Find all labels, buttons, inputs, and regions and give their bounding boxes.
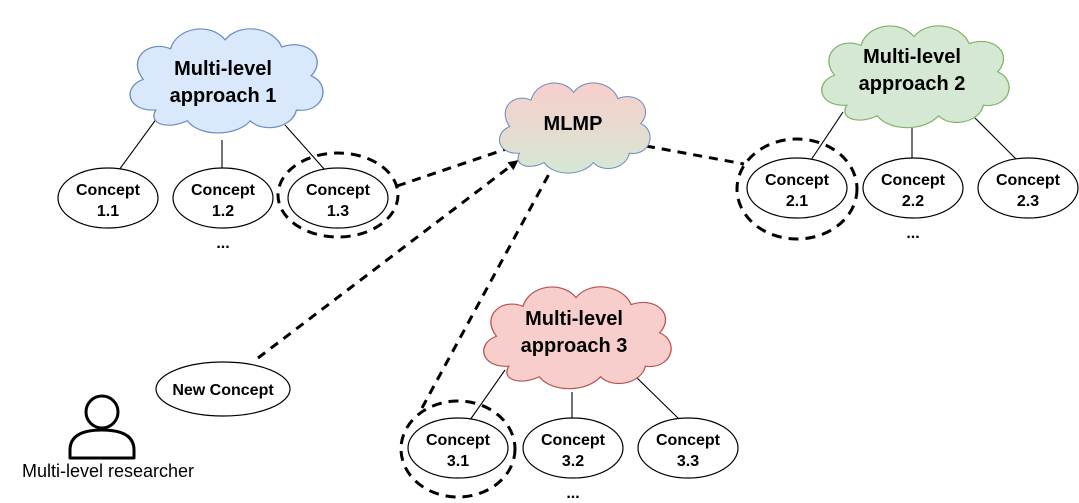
svg-text:Concept: Concept <box>306 182 371 199</box>
tree-lines-approach-1 <box>118 117 326 171</box>
tree-lines-approach-3 <box>469 369 681 421</box>
tree-lines-approach-2 <box>810 111 1018 161</box>
highlight-ring-concept-3-1 <box>399 399 517 499</box>
svg-text:3.3: 3.3 <box>677 453 699 470</box>
user-icon <box>68 394 136 460</box>
svg-text:1.1: 1.1 <box>97 203 119 220</box>
link-c31-mlmp <box>420 173 551 409</box>
concept-3-2: Concept 3.2 <box>522 417 624 479</box>
link-new-concept-mlmp <box>257 160 519 360</box>
link-c13-mlmp <box>396 145 513 188</box>
ellipsis-group-1: ... <box>216 235 229 252</box>
svg-text:3.1: 3.1 <box>447 453 469 470</box>
new-concept: New Concept <box>155 361 291 417</box>
svg-text:Concept: Concept <box>76 182 141 199</box>
concept-2-3: Concept 2.3 <box>977 157 1079 219</box>
concept-2-1: Concept 2.1 <box>746 157 848 219</box>
ellipsis-group-2: ... <box>906 225 919 242</box>
ellipsis-group-3: ... <box>566 485 579 502</box>
concept-3-1: Concept 3.1 <box>407 417 509 479</box>
approach-1-line2: approach 1 <box>170 85 277 107</box>
svg-text:2.2: 2.2 <box>902 193 924 210</box>
concept-1-3: Concept 1.3 <box>287 167 389 229</box>
approach-3-line2: approach 3 <box>521 335 628 357</box>
cloud-approach-3 <box>483 286 672 390</box>
approach-2-line2: approach 2 <box>859 73 966 95</box>
link-mlmp-c21 <box>645 144 745 166</box>
svg-text:Concept: Concept <box>656 432 721 449</box>
highlight-ring-concept-1-3 <box>276 151 400 239</box>
svg-text:Concept: Concept <box>996 172 1061 189</box>
cloud-approach-1 <box>129 28 324 134</box>
svg-text:2.1: 2.1 <box>786 193 808 210</box>
cloud-mlmp <box>499 82 651 174</box>
svg-text:1.3: 1.3 <box>327 203 349 220</box>
svg-text:Concept: Concept <box>765 172 830 189</box>
cloud-shape <box>129 28 324 134</box>
svg-text:Concept: Concept <box>191 182 256 199</box>
dashed-connections <box>257 144 745 409</box>
svg-text:Concept: Concept <box>881 172 946 189</box>
highlight-ring-concept-2-1 <box>735 137 859 241</box>
concept-1-1: Concept 1.1 <box>57 167 159 229</box>
svg-text:3.2: 3.2 <box>562 453 584 470</box>
approach-3-line1: Multi-level <box>525 308 623 330</box>
approach-2-line1: Multi-level <box>863 46 961 68</box>
approach-1-line1: Multi-level <box>174 58 272 80</box>
concept-2-2: Concept 2.2 <box>862 157 964 219</box>
svg-text:New Concept: New Concept <box>172 382 274 399</box>
mlmp-label: MLMP <box>544 113 603 135</box>
concept-1-2: Concept 1.2 <box>172 167 274 229</box>
svg-text:Concept: Concept <box>541 432 606 449</box>
svg-text:2.3: 2.3 <box>1017 193 1039 210</box>
researcher-label: Multi-level researcher <box>22 461 194 481</box>
svg-text:Concept: Concept <box>426 432 491 449</box>
cloud-approach-2 <box>821 25 1010 129</box>
concept-3-3: Concept 3.3 <box>637 417 739 479</box>
svg-text:1.2: 1.2 <box>212 203 234 220</box>
